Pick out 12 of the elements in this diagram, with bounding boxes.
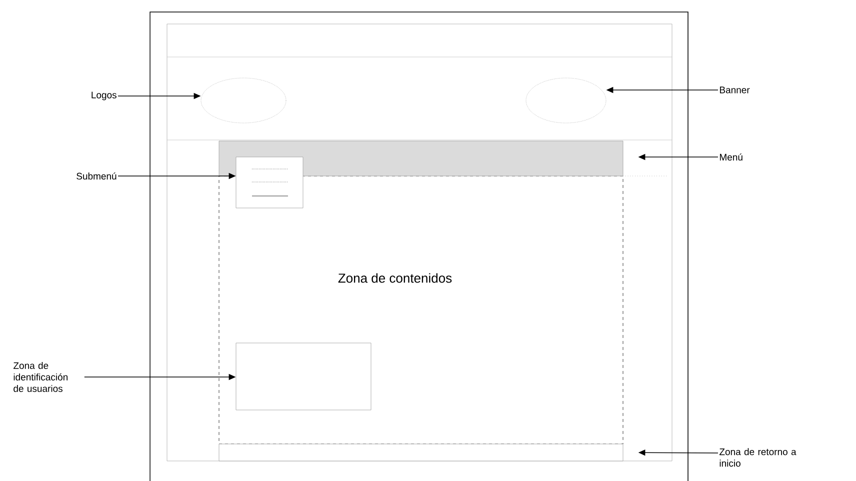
callout-text: Zona de identificación de usuarios: [14, 362, 68, 392]
callout-text: Banner: [720, 86, 750, 94]
callout-text: Submenú: [76, 172, 116, 180]
oval-placeholder: [526, 78, 606, 124]
callout-text: Logos: [92, 92, 116, 100]
submenu-box: [236, 156, 304, 208]
menu-bar: [218, 140, 624, 176]
callout-text: Zona de retorno a inicio: [720, 448, 796, 467]
return-bar: [218, 444, 624, 462]
callout-text: Menú: [720, 153, 742, 161]
oval-placeholder: [200, 78, 286, 124]
login-box: [236, 342, 372, 410]
